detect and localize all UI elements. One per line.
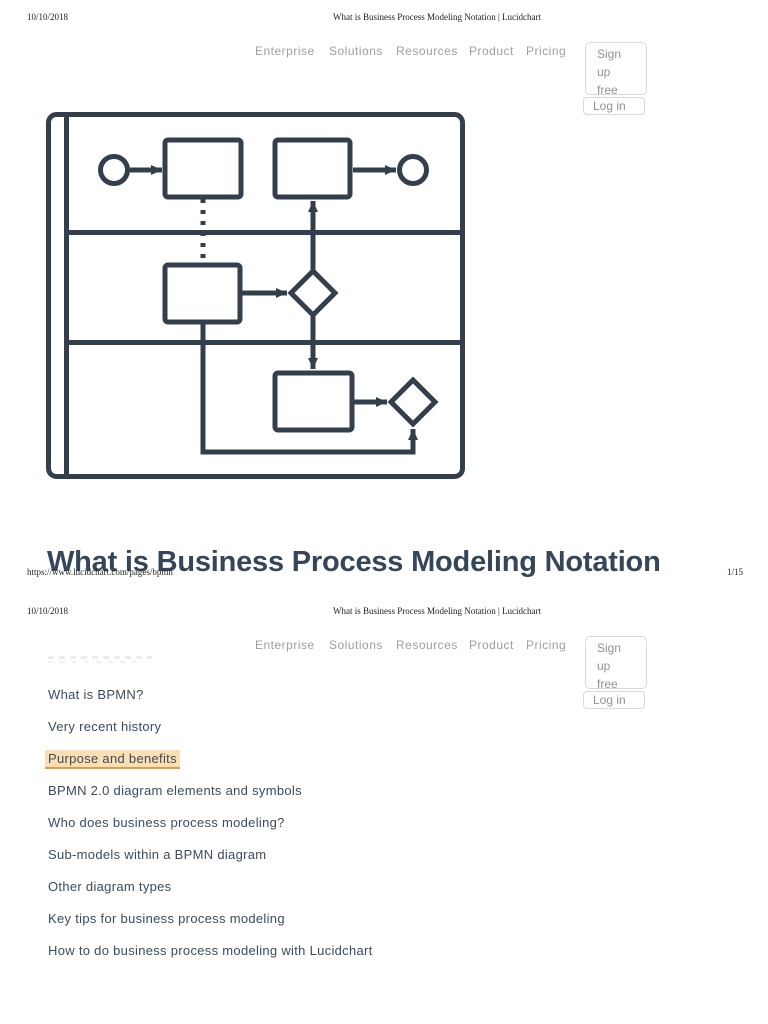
print-header-title-p2: What is Business Process Modeling Notati… bbox=[333, 606, 542, 616]
task-rect-2 bbox=[272, 137, 353, 200]
end-event-circle bbox=[397, 154, 429, 186]
toc-link-label[interactable]: Who does business process modeling? bbox=[48, 815, 285, 830]
task-rect-3 bbox=[162, 262, 243, 325]
toc-link-label[interactable]: Sub-models within a BPMN diagram bbox=[48, 847, 267, 862]
signup-free-button[interactable]: Sign up free bbox=[585, 42, 647, 97]
gateway-diamond-1 bbox=[287, 267, 339, 319]
toc-link[interactable]: Purpose and benefits bbox=[45, 750, 373, 769]
gateway-diamond-2 bbox=[387, 376, 439, 428]
nav-link-enterprise[interactable]: Enterprise bbox=[255, 638, 315, 652]
task-rect-1 bbox=[162, 137, 244, 200]
toc-link-label[interactable]: Purpose and benefits bbox=[45, 750, 180, 769]
toc-link[interactable]: Who does business process modeling? bbox=[48, 815, 373, 830]
login-button[interactable]: Log in bbox=[583, 97, 645, 115]
toc-link-label[interactable]: BPMN 2.0 diagram elements and symbols bbox=[48, 783, 302, 798]
task-rect-4 bbox=[272, 370, 355, 433]
toc-link[interactable]: BPMN 2.0 diagram elements and symbols bbox=[48, 783, 373, 798]
toc-link-label[interactable]: Very recent history bbox=[48, 719, 162, 734]
toc-link[interactable]: Other diagram types bbox=[48, 879, 373, 894]
nav-link-product[interactable]: Product bbox=[469, 44, 514, 58]
print-header-date-p2: 10/10/2018 bbox=[27, 606, 69, 616]
login-button-p2[interactable]: Log in bbox=[583, 691, 645, 709]
toc-link[interactable]: What is BPMN? bbox=[48, 687, 373, 702]
site-nav-p2: Enterprise Solutions Resources Product P… bbox=[0, 638, 768, 654]
clipped-text-fragment bbox=[48, 661, 136, 663]
toc-link[interactable]: Very recent history bbox=[48, 719, 373, 734]
signup-free-button-p2[interactable]: Sign up free bbox=[585, 636, 647, 691]
toc-link[interactable]: How to do business process modeling with… bbox=[48, 943, 373, 958]
nav-link-resources[interactable]: Resources bbox=[396, 638, 458, 652]
start-event-circle bbox=[98, 154, 130, 186]
toc-link-label[interactable]: Other diagram types bbox=[48, 879, 172, 894]
page-title: What is Business Process Modeling Notati… bbox=[47, 546, 661, 579]
toc-link[interactable]: Key tips for business process modeling bbox=[48, 911, 373, 926]
site-nav: Enterprise Solutions Resources Product P… bbox=[0, 44, 768, 60]
nav-link-pricing[interactable]: Pricing bbox=[526, 44, 567, 58]
bpmn-diagram-image bbox=[44, 110, 468, 482]
nav-link-solutions[interactable]: Solutions bbox=[329, 44, 383, 58]
toc-link-label[interactable]: How to do business process modeling with… bbox=[48, 943, 373, 958]
table-of-contents: What is BPMN? Very recent history Purpos… bbox=[45, 687, 373, 975]
nav-link-resources[interactable]: Resources bbox=[396, 44, 458, 58]
clipped-text-fragment bbox=[48, 656, 152, 659]
print-header-date: 10/10/2018 bbox=[27, 12, 69, 22]
pool-border bbox=[46, 112, 465, 479]
toc-link-label[interactable]: Key tips for business process modeling bbox=[48, 911, 285, 926]
nav-link-product[interactable]: Product bbox=[469, 638, 514, 652]
toc-link[interactable]: Sub-models within a BPMN diagram bbox=[48, 847, 373, 862]
sequence-flow-elbow bbox=[200, 322, 418, 455]
nav-link-pricing[interactable]: Pricing bbox=[526, 638, 567, 652]
print-header-title: What is Business Process Modeling Notati… bbox=[333, 12, 542, 22]
print-footer-page-number: 1/15 bbox=[727, 567, 744, 577]
nav-link-enterprise[interactable]: Enterprise bbox=[255, 44, 315, 58]
toc-link-label[interactable]: What is BPMN? bbox=[48, 687, 144, 702]
nav-link-solutions[interactable]: Solutions bbox=[329, 638, 383, 652]
print-footer-url: https://www.lucidchart.com/pages/bpmn bbox=[27, 567, 173, 577]
